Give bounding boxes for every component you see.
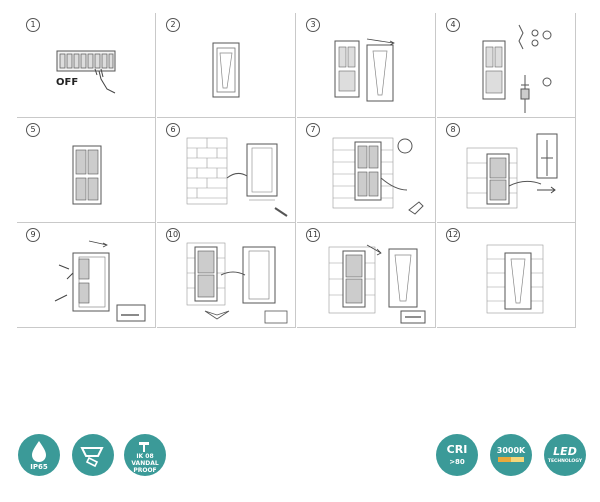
step-9: 9	[17, 223, 156, 328]
installation-steps-grid: 1 OFF 2 3	[17, 13, 576, 328]
fixture-front-illustration	[212, 42, 240, 98]
breaker-switch-illustration	[56, 50, 116, 94]
step-5: 5	[17, 118, 156, 223]
ik-rating: IK 08	[136, 453, 154, 460]
step-8: 8	[437, 118, 576, 223]
color-temp-badge: 3000K	[490, 434, 532, 476]
step-number: 6	[166, 123, 180, 137]
step-number: 8	[446, 123, 460, 137]
adjustable-badge	[72, 434, 114, 476]
step-2: 2	[157, 13, 296, 118]
ik08-label: IK 08 VANDAL PROOF	[124, 453, 166, 474]
step-number: 5	[26, 123, 40, 137]
step-number: 4	[446, 18, 460, 32]
step-4: 4	[437, 13, 576, 118]
vandal-text: VANDAL	[131, 460, 159, 467]
hammer-shield-icon	[139, 442, 149, 452]
step-11: 11	[297, 223, 436, 328]
cable-insertion-illustration	[466, 133, 558, 209]
step-number: 1	[26, 18, 40, 32]
step-number: 10	[166, 228, 180, 242]
connection-illustration	[186, 242, 288, 324]
led-technology-icon: LED	[553, 445, 577, 458]
proof-text: PROOF	[133, 467, 157, 474]
ip65-badge: IP65	[18, 434, 60, 476]
adjustable-spotlight-icon	[80, 447, 104, 468]
cri-value: >80	[449, 458, 465, 466]
step-6: 6	[157, 118, 296, 223]
fixture-open-illustration	[72, 145, 102, 205]
step-3: 3	[297, 13, 436, 118]
installed-fixture-illustration	[486, 244, 544, 314]
step-number: 12	[446, 228, 460, 242]
cri-badge: CRI >80	[436, 434, 478, 476]
color-temperature-icon	[498, 457, 524, 462]
led-badge: LED TECHNOLOGY	[544, 434, 586, 476]
remove-cover-illustration	[334, 38, 395, 102]
step-10: 10	[157, 223, 296, 328]
mounting-parts-illustration	[482, 24, 552, 113]
step-number: 11	[306, 228, 320, 242]
led-technology-text: TECHNOLOGY	[547, 459, 583, 464]
wall-drilling-illustration	[186, 137, 288, 217]
color-temperature-label: 3000K	[496, 446, 526, 455]
step-number: 3	[306, 18, 320, 32]
step-12: 12	[437, 223, 576, 328]
water-drop-icon	[32, 441, 46, 462]
step-number: 7	[306, 123, 320, 137]
step-1: 1 OFF	[17, 13, 156, 118]
ip65-label: IP65	[30, 463, 48, 471]
ik08-badge: IK 08 VANDAL PROOF	[124, 434, 166, 476]
step-7: 7	[297, 118, 436, 223]
step-number: 9	[26, 228, 40, 242]
step-number: 2	[166, 18, 180, 32]
wiring-illustration	[332, 137, 424, 215]
screw-fixing-illustration	[54, 240, 146, 322]
cover-reattach-illustration	[328, 244, 426, 324]
off-label: OFF	[56, 77, 79, 88]
cri-icon: CRI	[446, 443, 468, 456]
